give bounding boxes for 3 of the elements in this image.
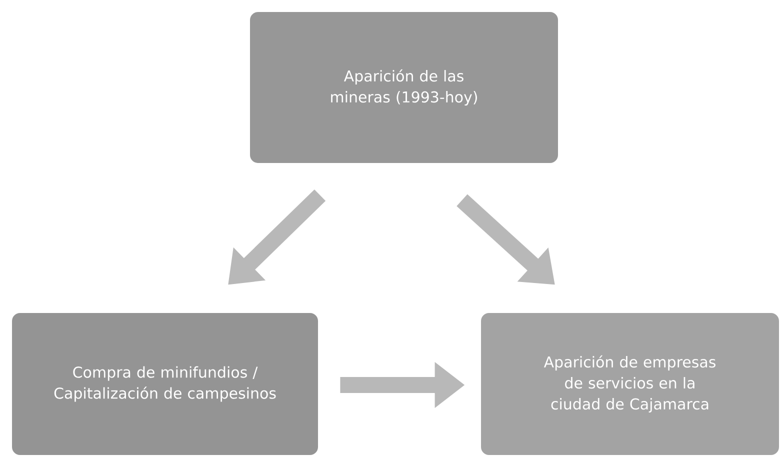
process-box: Aparición de las mineras (1993-hoy) [250, 12, 558, 163]
process-box: Aparición de empresas de servicios en la ciudad de Cajamarca [481, 313, 779, 455]
process-box: Compra de minifundios / Capitalización de campesinos [12, 313, 318, 455]
